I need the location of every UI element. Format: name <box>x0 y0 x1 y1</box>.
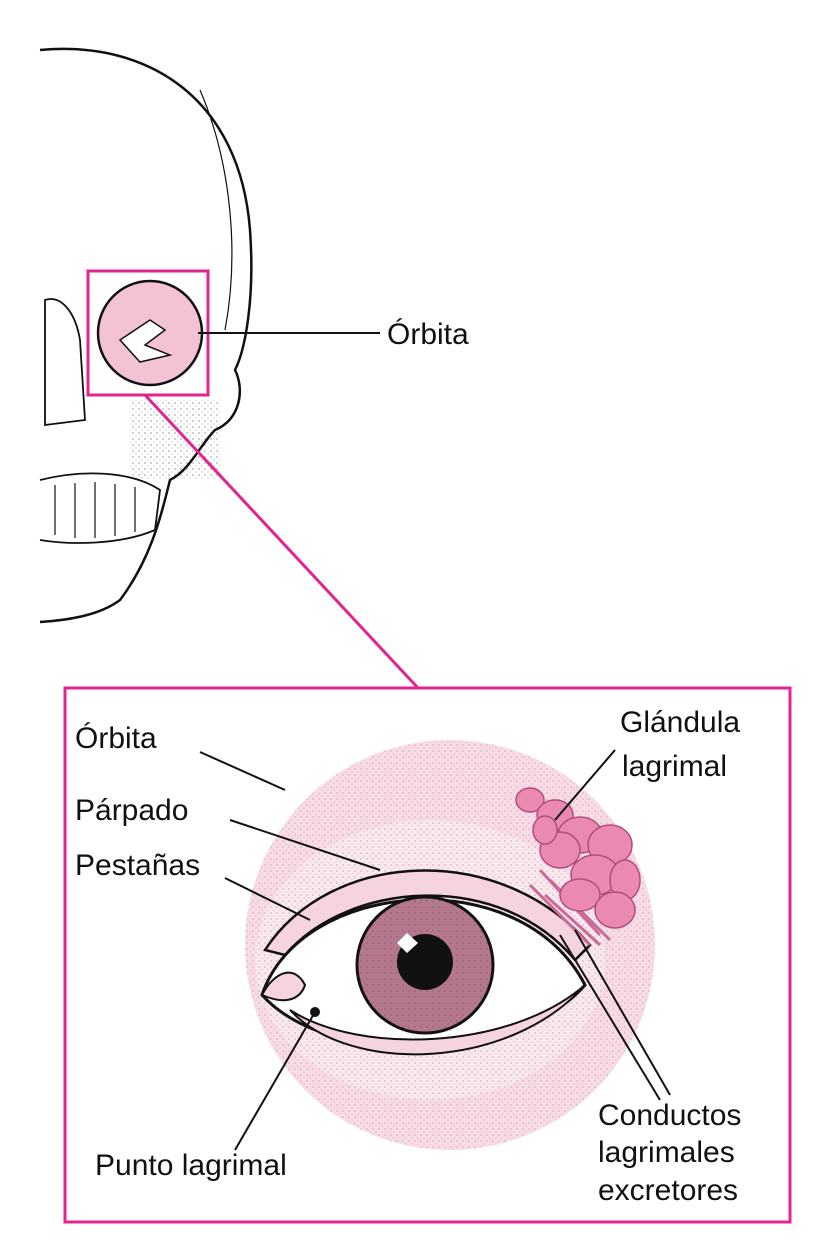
label-eyelid: Párpado <box>75 794 188 827</box>
label-orbit: Órbita <box>75 722 157 755</box>
leader-lines <box>199 749 671 1151</box>
label-punctum: Punto lagrimal <box>95 1149 287 1182</box>
label-gland-line1: Glándula <box>620 706 740 739</box>
label-ducts-line2: lagrimales <box>598 1136 735 1169</box>
label-ducts-line1: Conductos <box>598 1099 741 1132</box>
lacrimal-gland <box>515 787 641 947</box>
label-ducts-line3: excretores <box>598 1174 738 1207</box>
skull-orbit <box>96 279 204 387</box>
eye-illustration <box>245 740 655 1150</box>
skull-illustration <box>39 47 253 624</box>
label-eyelashes: Pestañas <box>75 849 200 882</box>
label-gland-line2: lagrimal <box>622 750 727 783</box>
label-orbit-skull: Órbita <box>387 318 469 351</box>
zoom-connector-line <box>143 393 420 690</box>
